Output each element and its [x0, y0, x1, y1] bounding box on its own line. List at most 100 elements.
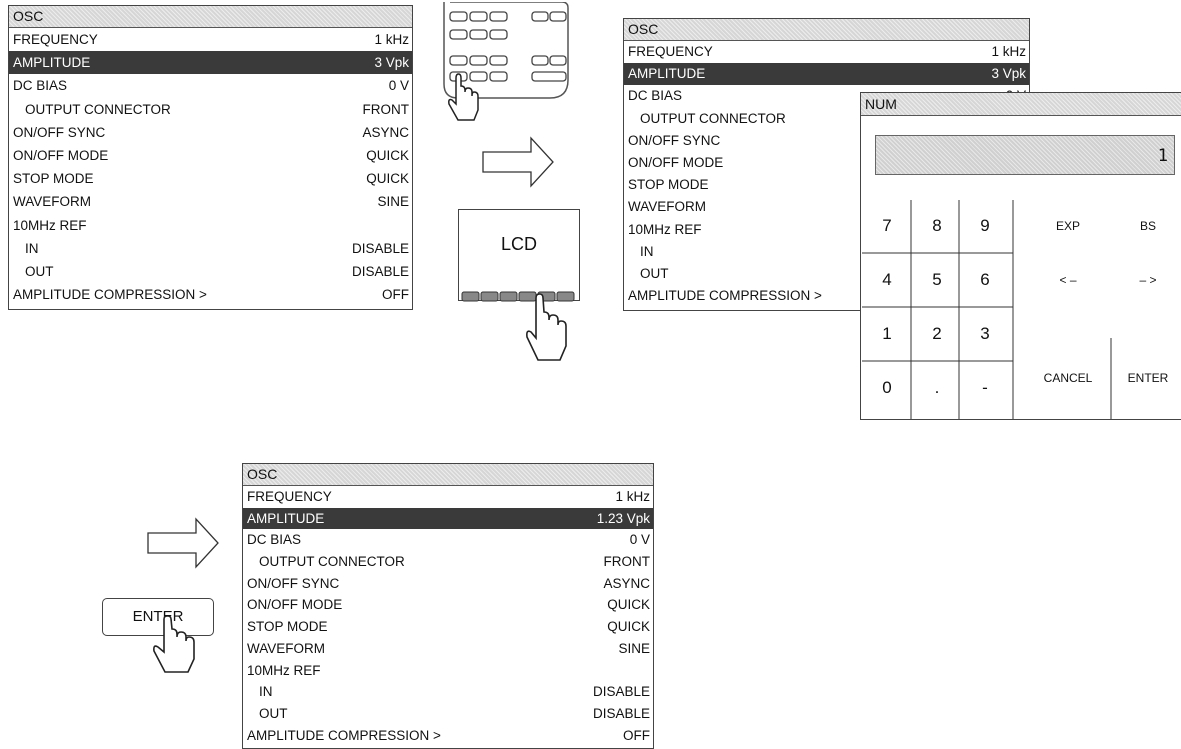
setting-row-on-off-mode[interactable]: ON/OFF MODE QUICK — [9, 144, 412, 167]
setting-value: 1 kHz — [615, 486, 650, 508]
setting-value: ASYNC — [603, 573, 650, 595]
cancel-key[interactable]: CANCEL — [1037, 357, 1099, 399]
digit-key[interactable]: - — [961, 367, 1009, 409]
setting-label: ON/OFF SYNC — [247, 573, 339, 595]
setting-row-in[interactable]: IN DISABLE — [9, 237, 412, 260]
setting-value: QUICK — [366, 144, 409, 167]
backspace-key[interactable]: BS — [1117, 205, 1179, 247]
digit-key[interactable]: 6 — [961, 259, 1009, 301]
panel-title: OSC — [243, 464, 653, 486]
hand-pointer-icon — [527, 294, 566, 360]
setting-row-amplitude[interactable]: AMPLITUDE 3 Vpk — [9, 51, 412, 74]
setting-value: 0 V — [630, 529, 650, 551]
setting-label: AMPLITUDE COMPRESSION > — [13, 283, 207, 306]
setting-value: DISABLE — [593, 681, 650, 703]
setting-row-dc-bias[interactable]: DC BIAS 0 V — [9, 74, 412, 97]
digit-key[interactable]: 3 — [961, 313, 1009, 355]
setting-label: STOP MODE — [628, 174, 709, 196]
digit-key[interactable]: 9 — [961, 205, 1009, 247]
cursor-left-key[interactable]: < – — [1037, 259, 1099, 301]
setting-label: DC BIAS — [13, 74, 67, 97]
setting-value: 1 kHz — [374, 28, 409, 51]
setting-row-amplitude-compression[interactable]: AMPLITUDE COMPRESSION >OFF — [243, 725, 653, 747]
setting-label: IN — [247, 681, 273, 703]
digit-key[interactable]: 7 — [863, 205, 911, 247]
digit-key[interactable]: 8 — [913, 205, 961, 247]
keypad-icon — [440, 2, 580, 137]
digit-key[interactable]: 4 — [863, 259, 911, 301]
setting-label: AMPLITUDE — [247, 508, 324, 530]
arrow-right-icon — [146, 516, 221, 571]
setting-row-out[interactable]: OUT DISABLE — [243, 703, 653, 725]
digit-key[interactable]: 0 — [863, 367, 911, 409]
setting-row-amplitude[interactable]: AMPLITUDE 1.23 Vpk — [243, 508, 653, 530]
setting-label: ON/OFF SYNC — [13, 121, 105, 144]
setting-row-on-off-sync[interactable]: ON/OFF SYNC ASYNC — [9, 121, 412, 144]
setting-label: ON/OFF MODE — [247, 594, 342, 616]
digit-key[interactable]: 5 — [913, 259, 961, 301]
exp-key[interactable]: EXP — [1037, 205, 1099, 247]
setting-row-in[interactable]: IN DISABLE — [243, 681, 653, 703]
digit-key[interactable]: . — [913, 367, 961, 409]
digit-key[interactable]: 2 — [913, 313, 961, 355]
setting-label: 10MHz REF — [13, 214, 87, 237]
setting-label: STOP MODE — [247, 616, 328, 638]
setting-label: AMPLITUDE — [628, 63, 705, 85]
setting-label: AMPLITUDE — [13, 51, 90, 74]
setting-row-10mhz-ref[interactable]: 10MHz REF — [243, 660, 653, 682]
setting-label: AMPLITUDE COMPRESSION > — [628, 285, 822, 307]
setting-label: STOP MODE — [13, 167, 94, 190]
setting-row-on-off-mode[interactable]: ON/OFF MODE QUICK — [243, 594, 653, 616]
setting-label: OUT — [247, 703, 288, 725]
setting-value: DISABLE — [352, 260, 409, 283]
setting-value: QUICK — [366, 167, 409, 190]
setting-row-stop-mode[interactable]: STOP MODE QUICK — [9, 167, 412, 190]
setting-value: QUICK — [607, 616, 650, 638]
setting-row-stop-mode[interactable]: STOP MODE QUICK — [243, 616, 653, 638]
setting-value: SINE — [377, 190, 409, 213]
digit-key[interactable]: 1 — [863, 313, 911, 355]
setting-label: FREQUENCY — [628, 41, 713, 63]
setting-value: FRONT — [604, 551, 651, 573]
setting-label: IN — [13, 237, 39, 260]
setting-value: ASYNC — [362, 121, 409, 144]
setting-value: DISABLE — [593, 703, 650, 725]
setting-row-on-off-sync[interactable]: ON/OFF SYNC ASYNC — [243, 573, 653, 595]
setting-value: 3 Vpk — [991, 63, 1026, 85]
setting-value: 0 V — [389, 74, 409, 97]
setting-row-out[interactable]: OUT DISABLE — [9, 260, 412, 283]
hand-pointer-icon — [152, 616, 212, 696]
setting-label: WAVEFORM — [628, 196, 706, 218]
setting-value: SINE — [618, 638, 650, 660]
setting-label: OUT — [13, 260, 54, 283]
setting-row-amplitude-compression[interactable]: AMPLITUDE COMPRESSION > OFF — [9, 283, 412, 306]
setting-label: ON/OFF MODE — [13, 144, 108, 167]
setting-value: QUICK — [607, 594, 650, 616]
enter-key[interactable]: ENTER — [1117, 357, 1179, 399]
setting-row-10mhz-ref[interactable]: 10MHz REF — [9, 214, 412, 237]
setting-row-frequency[interactable]: FREQUENCY 1 kHz — [624, 41, 1029, 63]
cursor-right-key[interactable]: – > — [1117, 259, 1179, 301]
setting-label: 10MHz REF — [628, 219, 702, 241]
setting-label: DC BIAS — [628, 85, 682, 107]
panel-title: OSC — [9, 6, 412, 28]
setting-value: DISABLE — [352, 237, 409, 260]
setting-value: 1 kHz — [991, 41, 1026, 63]
setting-label: IN — [628, 241, 654, 263]
setting-value: 1.23 Vpk — [597, 508, 650, 530]
setting-value: 3 Vpk — [374, 51, 409, 74]
lcd-screen: LCD — [458, 209, 580, 301]
setting-row-amplitude[interactable]: AMPLITUDE 3 Vpk — [624, 63, 1029, 85]
setting-label: OUTPUT CONNECTOR — [13, 98, 171, 121]
setting-value: OFF — [382, 283, 409, 306]
